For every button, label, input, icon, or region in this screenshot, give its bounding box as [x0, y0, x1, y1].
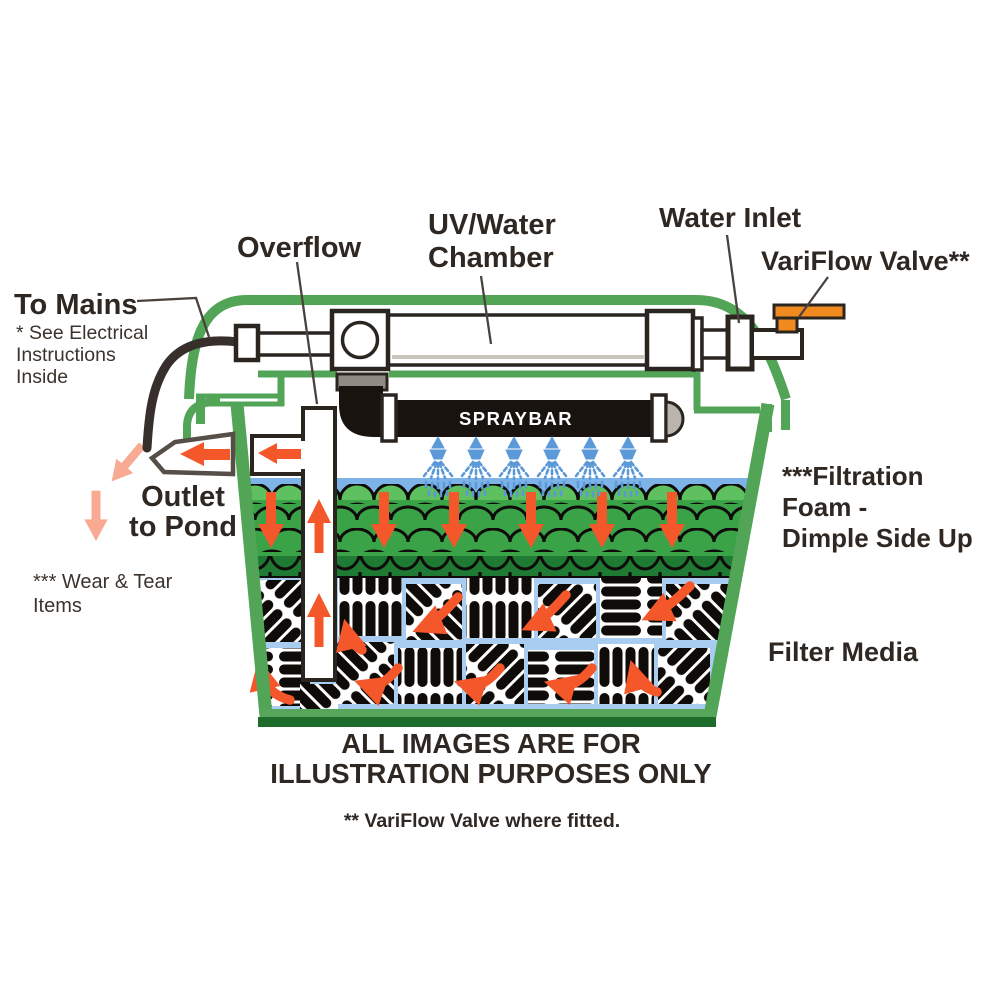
spraybar-label: SPRAYBAR — [459, 408, 573, 429]
spraybar-pipe — [389, 400, 655, 437]
uv-chamber-right-cap — [644, 308, 696, 372]
uv-chamber-leader — [479, 275, 493, 345]
note-wear-tear-line2: Items — [33, 595, 82, 617]
label-filter-media: Filter Media — [768, 637, 919, 667]
disclaimer-line2: ILLUSTRATION PURPOSES ONLY — [270, 758, 712, 789]
inlet-connector — [700, 328, 730, 360]
label-outlet-line1: Outlet — [141, 481, 225, 513]
note-electrical-line3: Inside — [16, 366, 68, 388]
labels: To Mains * See Electrical Instructions I… — [14, 202, 973, 832]
water-inlet-fitting — [725, 314, 755, 372]
cable-conduit — [254, 331, 336, 357]
label-variflow-valve: VariFlow Valve** — [761, 246, 970, 276]
note-electrical-line1: * See Electrical — [16, 322, 148, 344]
outlet-left-arrow — [180, 442, 230, 466]
label-to-mains: To Mains — [14, 289, 138, 321]
label-filtration-foam-line1: ***Filtration — [782, 461, 924, 491]
label-filtration-foam-line2: Foam - — [782, 492, 867, 522]
footnote-variflow: ** VariFlow Valve where fitted. — [344, 810, 620, 832]
label-filtration-foam-line3: Dimple Side Up — [782, 523, 973, 553]
label-uv-chamber-line2: Chamber — [428, 242, 554, 274]
mains-cable — [142, 336, 243, 453]
variflow-valve-handle — [772, 303, 846, 320]
uv-water-chamber — [233, 303, 846, 372]
label-uv-chamber-line1: UV/Water — [428, 209, 556, 241]
label-water-inlet: Water Inlet — [659, 202, 801, 233]
spraybar-assembly: SPRAYBAR — [335, 372, 685, 443]
outlet-spout — [148, 431, 236, 477]
media-flow-arrows — [249, 581, 695, 707]
overflow-standpipe — [250, 406, 337, 682]
uv-cap-circle — [340, 320, 380, 360]
water-inlet-leader — [725, 234, 741, 324]
disclaimer-line1: ALL IMAGES ARE FOR — [341, 728, 641, 759]
label-overflow: Overflow — [237, 232, 362, 264]
tank-rim — [183, 372, 790, 440]
to-mains-leader — [136, 296, 211, 338]
variflow-leader — [798, 276, 829, 318]
flow-left-arrow — [258, 443, 301, 464]
note-electrical-line2: Instructions — [16, 344, 116, 366]
leader-lines — [136, 234, 829, 405]
label-outlet-line2: to Pond — [129, 511, 237, 543]
overflow-leader — [295, 261, 319, 405]
variflow-valve-body — [750, 328, 804, 360]
tank-body — [230, 402, 775, 727]
cable-gland — [233, 323, 261, 363]
note-wear-tear-line1: *** Wear & Tear — [33, 571, 173, 593]
